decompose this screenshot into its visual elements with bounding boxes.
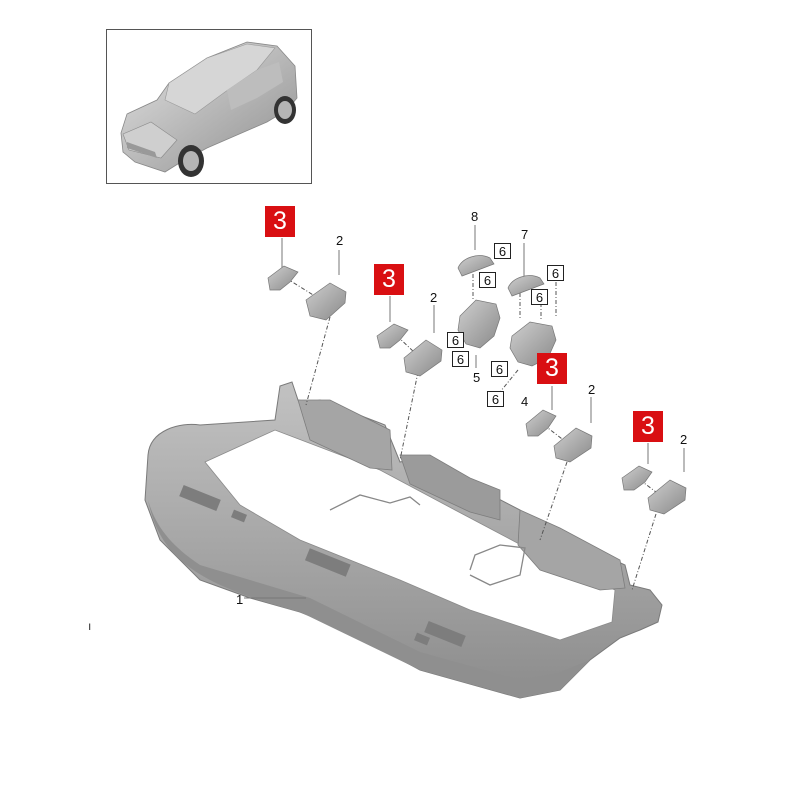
label-part-2: 2: [680, 432, 688, 447]
boxed-label-part-6: 6: [447, 332, 464, 348]
boxed-label-part-6: 6: [494, 243, 511, 259]
boxed-label-part-6: 6: [531, 289, 548, 305]
label-part-7: 7: [521, 227, 529, 242]
label-part-5: 5: [473, 370, 481, 385]
callout-part-3[interactable]: 3: [265, 206, 295, 237]
clip-group-3: [525, 409, 593, 463]
clip-group-2: [376, 323, 443, 377]
suv-illustration-icon: [120, 41, 298, 177]
boxed-label-part-6: 6: [547, 265, 564, 281]
vehicle-thumbnail: [106, 29, 312, 184]
label-part-2: 2: [588, 382, 596, 397]
callout-part-3[interactable]: 3: [537, 353, 567, 384]
callout-part-3[interactable]: 3: [633, 411, 663, 442]
cover-part-7: [507, 275, 545, 297]
corner-mark: ı: [88, 619, 92, 633]
clip-group-4: [621, 465, 687, 515]
label-leader-lines: [244, 225, 685, 599]
boxed-label-part-6: 6: [491, 361, 508, 377]
label-part-2: 2: [336, 233, 344, 248]
cover-part-8: [457, 255, 495, 277]
label-part-2: 2: [430, 290, 438, 305]
callout-part-3[interactable]: 3: [374, 264, 404, 295]
label-part-1: 1: [236, 592, 244, 607]
seat-frame-part-1: [144, 381, 663, 699]
boxed-label-part-6: 6: [479, 272, 496, 288]
hinge-bracket-part-5: [457, 299, 501, 349]
label-part-8: 8: [471, 209, 479, 224]
clip-group-1: [267, 265, 347, 321]
boxed-label-part-6: 6: [452, 351, 469, 367]
boxed-label-part-6: 6: [487, 391, 504, 407]
label-part-4: 4: [521, 394, 529, 409]
